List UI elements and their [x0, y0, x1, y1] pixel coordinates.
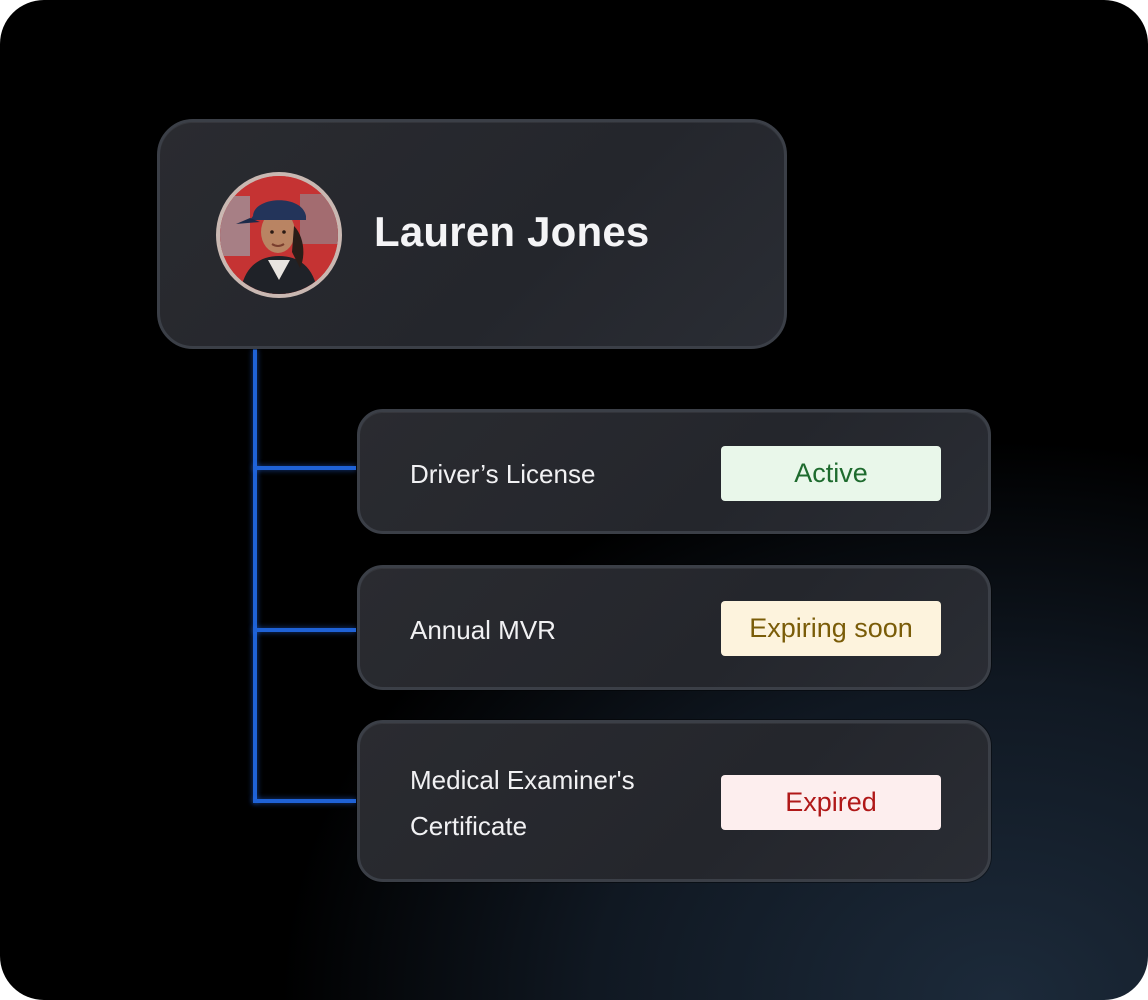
status-badge-expired: Expired: [721, 775, 941, 830]
document-card-drivers-license[interactable]: Driver’s License Active: [357, 409, 991, 534]
status-badge-expiring-soon: Expiring soon: [721, 601, 941, 656]
driver-name: Lauren Jones: [374, 208, 650, 255]
driver-profile-card[interactable]: Lauren Jones: [157, 119, 787, 349]
status-badge-active: Active: [721, 446, 941, 501]
connector-branch-annual-mvr: [253, 628, 356, 632]
document-label-line-1: Medical Examiner's: [410, 765, 635, 795]
avatar: [216, 172, 342, 298]
document-card-medical-examiners-certificate[interactable]: Medical Examiner's Certificate Expired: [357, 720, 991, 882]
connector-branch-drivers-license: [253, 466, 356, 470]
document-label: Annual MVR: [410, 615, 556, 645]
connector-branch-medical-certificate: [253, 799, 356, 803]
connector-trunk: [253, 349, 257, 803]
person-avatar-icon: [220, 176, 338, 294]
document-label-line-2: Certificate: [410, 811, 528, 841]
document-label: Driver’s License: [410, 459, 596, 489]
document-card-annual-mvr[interactable]: Annual MVR Expiring soon: [357, 565, 991, 690]
